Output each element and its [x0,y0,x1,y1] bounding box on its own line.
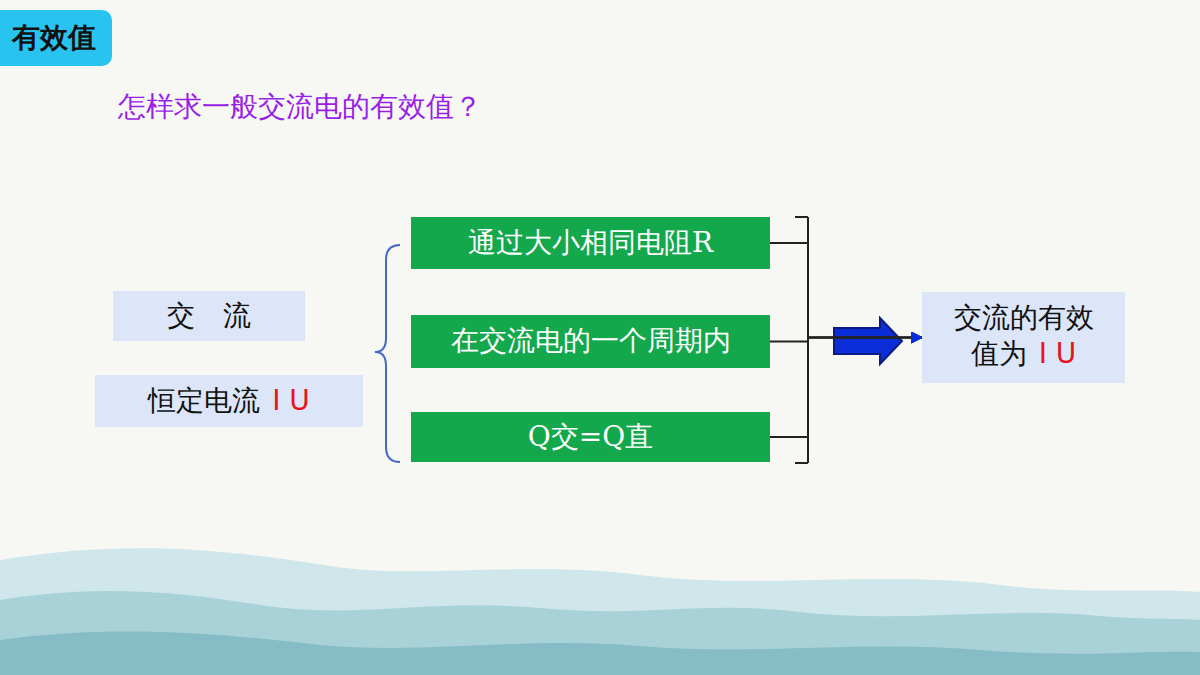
node-text: 恒定电流 [148,383,260,419]
concept-box: 交 流 [113,291,305,341]
right-bracket [795,217,808,463]
block-arrow [834,318,902,364]
symbol-text: I U [1039,337,1077,370]
condition-box: Q交=Q直 [411,412,770,462]
mountain-near [0,632,1200,675]
symbol-text: I U [272,383,310,419]
mountain-far [0,548,1200,675]
node-text: Q交=Q直 [528,419,653,455]
node-text: 在交流电的一个周期内 [451,323,731,359]
concept-box: 恒定电流 I U [95,375,363,427]
title-tab: 有效值 [0,10,112,66]
condition-box: 在交流电的一个周期内 [411,315,770,368]
condition-box: 通过大小相同电阻R [411,217,770,269]
mountain-mid [0,591,1200,675]
node-text: 通过大小相同电阻R [468,225,713,261]
mountains [0,548,1200,675]
merge-connector [770,243,922,338]
merge-connector [770,338,922,438]
result-box: 交流的有效值为I U [922,292,1125,383]
left-brace [375,245,400,462]
node-text: 交 流 [167,298,251,334]
question-text: 怎样求一般交流电的有效值？ [118,88,482,126]
title-text: 有效值 [12,19,96,57]
